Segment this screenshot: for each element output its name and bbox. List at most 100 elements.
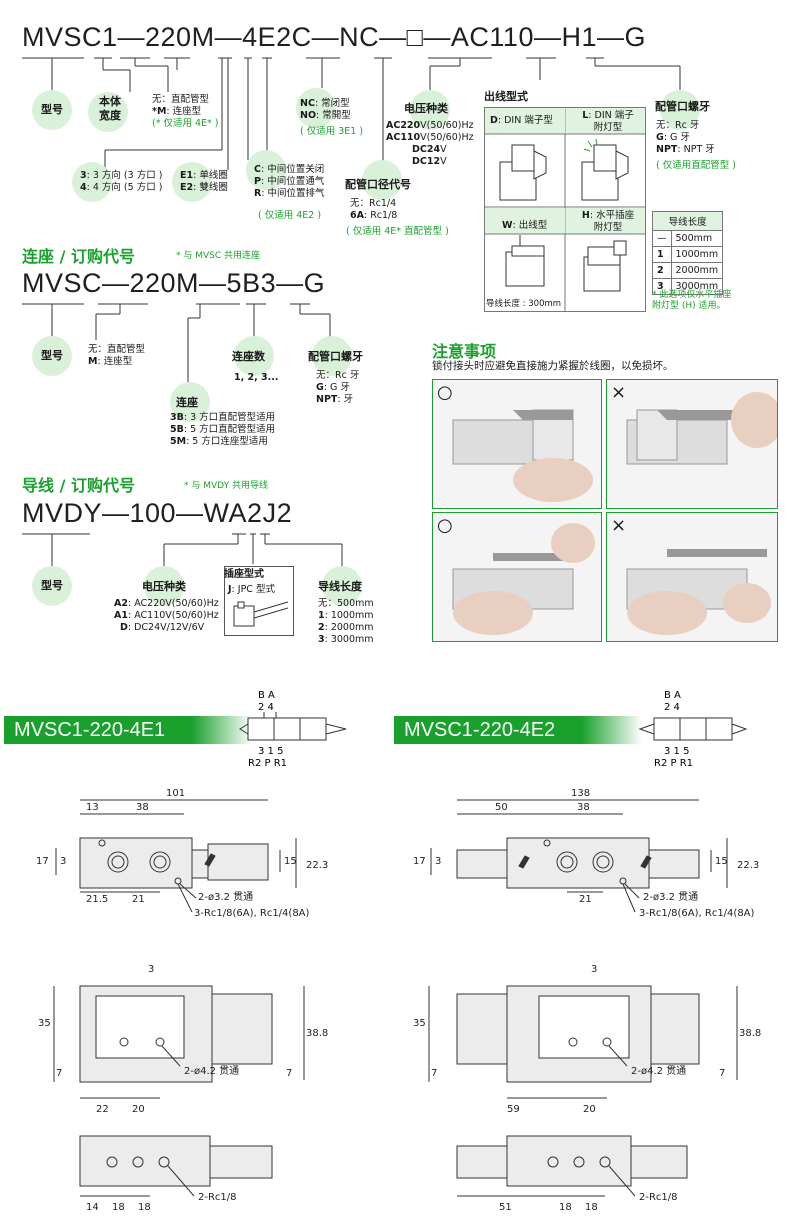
- pipe-option-1: 无：直配管型: [152, 94, 210, 105]
- svg-text:38.8: 38.8: [739, 1028, 761, 1039]
- wire-voltage-title: 电压种类: [142, 580, 186, 593]
- lead-l: L: DIN 端子 附灯型: [582, 110, 634, 133]
- wire-length-4: 3: 3000mm: [318, 634, 374, 645]
- base-type-2: 5B: 5 方口直配管型适用: [170, 424, 276, 435]
- svg-text:13: 13: [86, 802, 99, 813]
- svg-text:3-Rc1/8(6A), Rc1/4(8A): 3-Rc1/8(6A), Rc1/4(8A): [194, 908, 310, 919]
- caution-photo-2: ×: [606, 379, 778, 509]
- base-count-title: 连座数: [232, 350, 265, 363]
- lead-type-title: 出线型式: [484, 90, 528, 103]
- base-type-3: 5M: 5 方口连座型适用: [170, 436, 268, 447]
- wire-length-3: 2: 2000mm: [318, 622, 374, 633]
- voltage-3: DC24V: [412, 144, 447, 155]
- svg-text:2-Rc1/8: 2-Rc1/8: [639, 1192, 678, 1203]
- thread-note: ( 仅适用直配管型 ): [656, 160, 736, 171]
- model-band-right: MVSC1-220-4E2: [394, 716, 642, 744]
- section1-leader-lines: [22, 57, 681, 174]
- svg-text:22.3: 22.3: [306, 860, 328, 871]
- wire-section-title: 导线 / 订购代号: [22, 476, 135, 495]
- voltage-4: DC12V: [412, 156, 447, 167]
- svg-text:35: 35: [413, 1018, 426, 1029]
- center-opt-2: P: 中间位置通气: [254, 176, 325, 187]
- svg-text:22: 22: [96, 1104, 109, 1115]
- base-thread-1: 无：Rc 牙: [316, 370, 360, 381]
- caution-photo-4: ×: [606, 512, 778, 642]
- jpc-plug-icon: [233, 601, 289, 627]
- valve-symbol-right: B A 2 4 3 1 5 R2 P R1: [638, 690, 748, 769]
- base-thread-title: 配管口螺牙: [308, 350, 363, 363]
- model-band-left: MVSC1-220-4E1: [4, 716, 252, 744]
- base-thread-2: G: G 牙: [316, 382, 350, 393]
- ports-opt-2: 4: 4 方向 (5 方口 ): [80, 182, 163, 193]
- svg-text:2-ø3.2 贯通: 2-ø3.2 贯通: [198, 891, 253, 903]
- svg-text:B A: B A: [258, 690, 275, 701]
- svg-text:21: 21: [579, 894, 592, 905]
- wire-length-2: 1: 1000mm: [318, 610, 374, 621]
- wire-note: * 此选项仅水平插座 附灯型 (H) 适用。: [652, 290, 732, 311]
- svg-text:17: 17: [36, 856, 49, 867]
- caution-title: 注意事项: [432, 342, 497, 361]
- svg-text:7: 7: [56, 1068, 62, 1079]
- svg-text:3: 3: [60, 856, 66, 867]
- svg-text:3: 3: [148, 964, 154, 975]
- svg-text:59: 59: [507, 1104, 520, 1115]
- svg-text:35: 35: [38, 1018, 51, 1029]
- svg-text:20: 20: [583, 1104, 596, 1115]
- base-type-1: 3B: 3 方口直配管型适用: [170, 412, 276, 423]
- svg-text:51: 51: [499, 1202, 512, 1213]
- base-pipe-2: M: 连座型: [88, 356, 133, 367]
- thread-1: 无：Rc 牙: [656, 120, 700, 131]
- center-opt-1: C: 中间位置关闭: [254, 164, 325, 175]
- svg-text:21.5: 21.5: [86, 894, 108, 905]
- coil-opt-2: E2: 雙线圈: [180, 182, 228, 193]
- section2-leader-lines: [22, 303, 331, 382]
- svg-text:2-Rc1/8: 2-Rc1/8: [198, 1192, 237, 1203]
- svg-text:38: 38: [577, 802, 590, 813]
- svg-text:21: 21: [132, 894, 145, 905]
- wire-model-label: 型号: [41, 579, 63, 592]
- svg-text:138: 138: [571, 788, 590, 799]
- svg-text:2 4: 2 4: [258, 702, 274, 713]
- nc-note: ( 仅适用 3E1 ): [300, 126, 364, 137]
- svg-text:50: 50: [495, 802, 508, 813]
- svg-text:20: 20: [132, 1104, 145, 1115]
- svg-text:17: 17: [413, 856, 426, 867]
- caution-mark-3: ○: [437, 515, 453, 536]
- pipe-note: (* 仅适用 4E* ): [152, 118, 219, 129]
- svg-text:3-Rc1/8(6A), Rc1/4(8A): 3-Rc1/8(6A), Rc1/4(8A): [639, 908, 755, 919]
- svg-text:3 1 5: 3 1 5: [258, 746, 283, 757]
- base-type-title: 连座: [176, 396, 198, 409]
- svg-text:7: 7: [431, 1068, 437, 1079]
- svg-text:101: 101: [166, 788, 185, 799]
- svg-text:2-ø3.2 贯通: 2-ø3.2 贯通: [643, 891, 698, 903]
- wire-voltage-1: A2: AC220V(50/60)Hz: [114, 598, 219, 609]
- order-code-valve: MVSC1—220M—4E2C—NC—□—AC110—H1—G: [22, 22, 646, 52]
- svg-text:7: 7: [719, 1068, 725, 1079]
- svg-text:3 1 5: 3 1 5: [664, 746, 689, 757]
- caution-photo-1: ○: [432, 379, 602, 509]
- wire-section-note: * 与 MVDY 共用导线: [184, 481, 268, 491]
- svg-text:R2 P R1: R2 P R1: [248, 758, 287, 769]
- dimension-drawing-right: 138 50 38 17 3 15 22.3 21 2-ø3.2 贯通 3-Rc…: [413, 788, 761, 1213]
- lead-w: W: 出线型: [502, 220, 548, 231]
- voltage-2: AC110V(50/60)Hz: [386, 132, 474, 143]
- thread-3: NPT: NPT 牙: [656, 144, 715, 155]
- svg-text:R2 P R1: R2 P R1: [654, 758, 693, 769]
- svg-text:18: 18: [138, 1202, 151, 1213]
- svg-text:18: 18: [112, 1202, 125, 1213]
- port-dia-2: 6A: Rc1/8: [350, 210, 398, 221]
- caution-mark-2: ×: [611, 382, 627, 403]
- ports-opt-1: 3: 3 方向 (3 方口 ): [80, 170, 163, 181]
- svg-text:2-ø4.2 贯通: 2-ø4.2 贯通: [184, 1065, 239, 1077]
- wire-length-title: 导线长度: [318, 580, 362, 593]
- wire-voltage-2: A1: AC110V(50/60)Hz: [114, 610, 219, 621]
- svg-text:38: 38: [136, 802, 149, 813]
- svg-text:22.3: 22.3: [737, 860, 759, 871]
- voltage-title: 电压种类: [404, 102, 448, 115]
- svg-text:3: 3: [591, 964, 597, 975]
- svg-text:2 4: 2 4: [664, 702, 680, 713]
- svg-text:2-ø4.2 贯通: 2-ø4.2 贯通: [631, 1065, 686, 1077]
- svg-text:7: 7: [286, 1068, 292, 1079]
- caution-text: 锁付接头时应避免直接施力紧握於线圈，以免损坏。: [432, 360, 674, 372]
